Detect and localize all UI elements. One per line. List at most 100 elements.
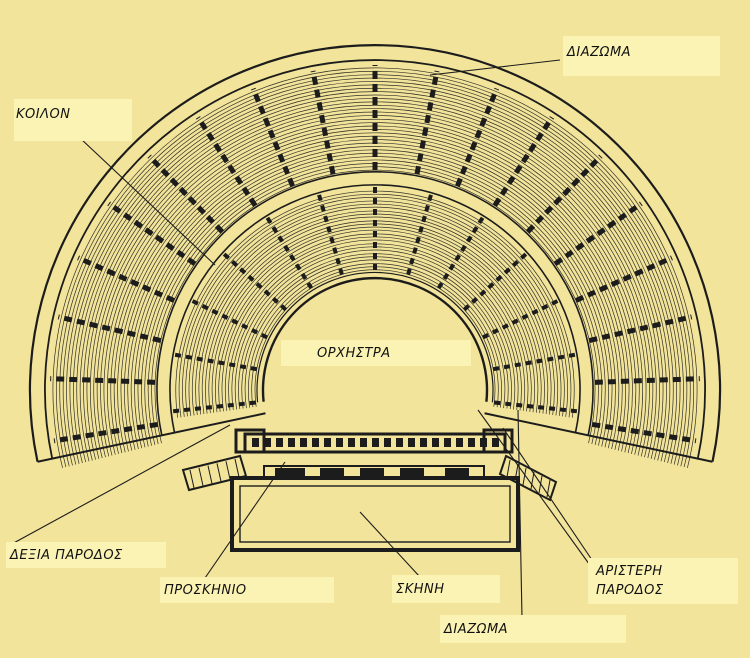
scene-door <box>320 468 344 476</box>
proskenion-column <box>264 438 271 447</box>
ramp-step <box>506 459 511 478</box>
diazoma-bottom-leader <box>517 409 523 619</box>
proskenion-column <box>360 438 367 447</box>
upper-tier-row <box>151 166 599 445</box>
proskenion-column <box>288 438 295 447</box>
seating-end-wall <box>484 412 713 463</box>
upper-stairway <box>588 314 693 343</box>
lower-tier-row <box>211 226 539 413</box>
proskenion-column <box>276 438 283 447</box>
lower-stairway <box>222 252 288 312</box>
upper-stairway <box>414 70 440 175</box>
lower-stairway <box>492 352 576 372</box>
aristeri-parodos-leader-2 <box>502 427 593 561</box>
lower-tier-row <box>248 263 502 408</box>
lower-tier-row <box>201 216 549 415</box>
proskenion-column <box>468 438 475 447</box>
ramp-step <box>189 469 195 489</box>
proskenion-column <box>456 438 463 447</box>
lower-tier-row <box>215 229 535 413</box>
label-diazoma-top-text: ΔΙΑΖΩΜΑ <box>567 44 632 60</box>
lower-stairway <box>317 194 344 276</box>
lower-tier-row <box>241 256 509 409</box>
upper-tier-row <box>66 81 684 465</box>
label-koilon-text: ΚΟΙΛΟΝ <box>16 106 71 122</box>
orchestra-edge <box>261 277 489 402</box>
upper-stairway <box>57 314 162 343</box>
upper-tier-row <box>79 94 671 462</box>
upper-stairway <box>594 376 700 385</box>
upper-tier-row <box>130 146 620 450</box>
ramp-step <box>225 461 231 480</box>
proskenion-column <box>372 438 379 447</box>
diazoma-edge-outer <box>156 171 594 436</box>
lower-tier-row <box>178 193 572 418</box>
outer-wall <box>28 44 722 462</box>
skene-hall-inner <box>239 485 511 543</box>
proskenion-column <box>432 438 439 447</box>
upper-stairway <box>147 154 224 234</box>
seating-end-wall <box>37 412 266 463</box>
stage-building <box>181 428 558 552</box>
label-orchestra-text: ΟΡΧΗΣΤΡΑ <box>317 345 391 361</box>
upper-stairway <box>455 87 500 187</box>
upper-tier-row <box>103 118 647 456</box>
proskenion-column <box>444 438 451 447</box>
proskenion-column <box>336 438 343 447</box>
lower-tier-row <box>221 236 529 412</box>
proskenion-column <box>420 438 427 447</box>
lower-tier-row <box>251 266 499 408</box>
lower-tier-row <box>234 249 516 410</box>
left-parodos-ramp <box>498 454 558 502</box>
ramp-step <box>522 467 527 486</box>
upper-tier-row <box>76 91 674 463</box>
label-aristeri-parodos-line1: ΑΡΙΣΤΕΡΗ <box>596 564 663 579</box>
upper-tier-row <box>117 132 633 453</box>
upper-stairway <box>53 421 159 444</box>
upper-tier-row <box>113 129 637 454</box>
lower-tier-row <box>244 259 506 409</box>
label-orchestra: ΟΡΧΗΣΤΡΑ <box>281 340 471 366</box>
scene-door <box>275 468 305 476</box>
upper-tier-row <box>144 159 606 446</box>
diazoma-top-leader <box>429 59 561 76</box>
upper-tier-row <box>134 149 616 449</box>
lower-tier-row <box>224 239 526 411</box>
lower-stairway <box>436 216 485 290</box>
proskinio-leader <box>204 461 286 579</box>
proskenion-column <box>324 438 331 447</box>
leader-lines <box>9 59 593 619</box>
proskenion-column <box>348 438 355 447</box>
ramp-step <box>216 463 222 482</box>
upper-tier-row <box>120 135 630 452</box>
label-aristeri-parodos: ΑΡΙΣΤΕΡΗ ΠΑΡΟΔΟΣ <box>588 558 738 604</box>
upper-stairway <box>553 201 643 266</box>
upper-tier-row <box>93 108 657 459</box>
upper-stairway <box>250 87 295 187</box>
label-diazoma-bottom: ΔΙΑΖΩΜΑ <box>440 615 626 643</box>
ramp-step <box>530 471 535 490</box>
proskenion-column <box>492 438 499 447</box>
ramp-step <box>514 463 519 482</box>
upper-stairway <box>77 255 176 303</box>
label-skini-text: ΣΚΗΝΗ <box>396 581 445 597</box>
dexia-parodos-leader <box>9 424 231 546</box>
proskenion-column <box>384 438 391 447</box>
upper-stairway <box>310 70 336 175</box>
upper-tier-row <box>107 122 643 455</box>
label-aristeri-parodos-line2: ΠΑΡΟΔΟΣ <box>596 583 664 598</box>
upper-tier-row <box>110 125 640 454</box>
proskenion-column <box>396 438 403 447</box>
left-paraskenion <box>234 428 266 454</box>
label-diazoma-top: ΔΙΑΖΩΜΑ <box>563 36 720 76</box>
proskenion-column <box>408 438 415 447</box>
skene-hall <box>230 476 520 552</box>
lower-stairway <box>191 299 269 340</box>
upper-stairway <box>492 116 555 207</box>
koilon-seating <box>28 44 722 468</box>
label-proskinio: ΠΡΟΣΚΗΝΙΟ <box>160 577 334 603</box>
proskenion-column <box>312 438 319 447</box>
label-skini: ΣΚΗΝΗ <box>392 575 500 603</box>
